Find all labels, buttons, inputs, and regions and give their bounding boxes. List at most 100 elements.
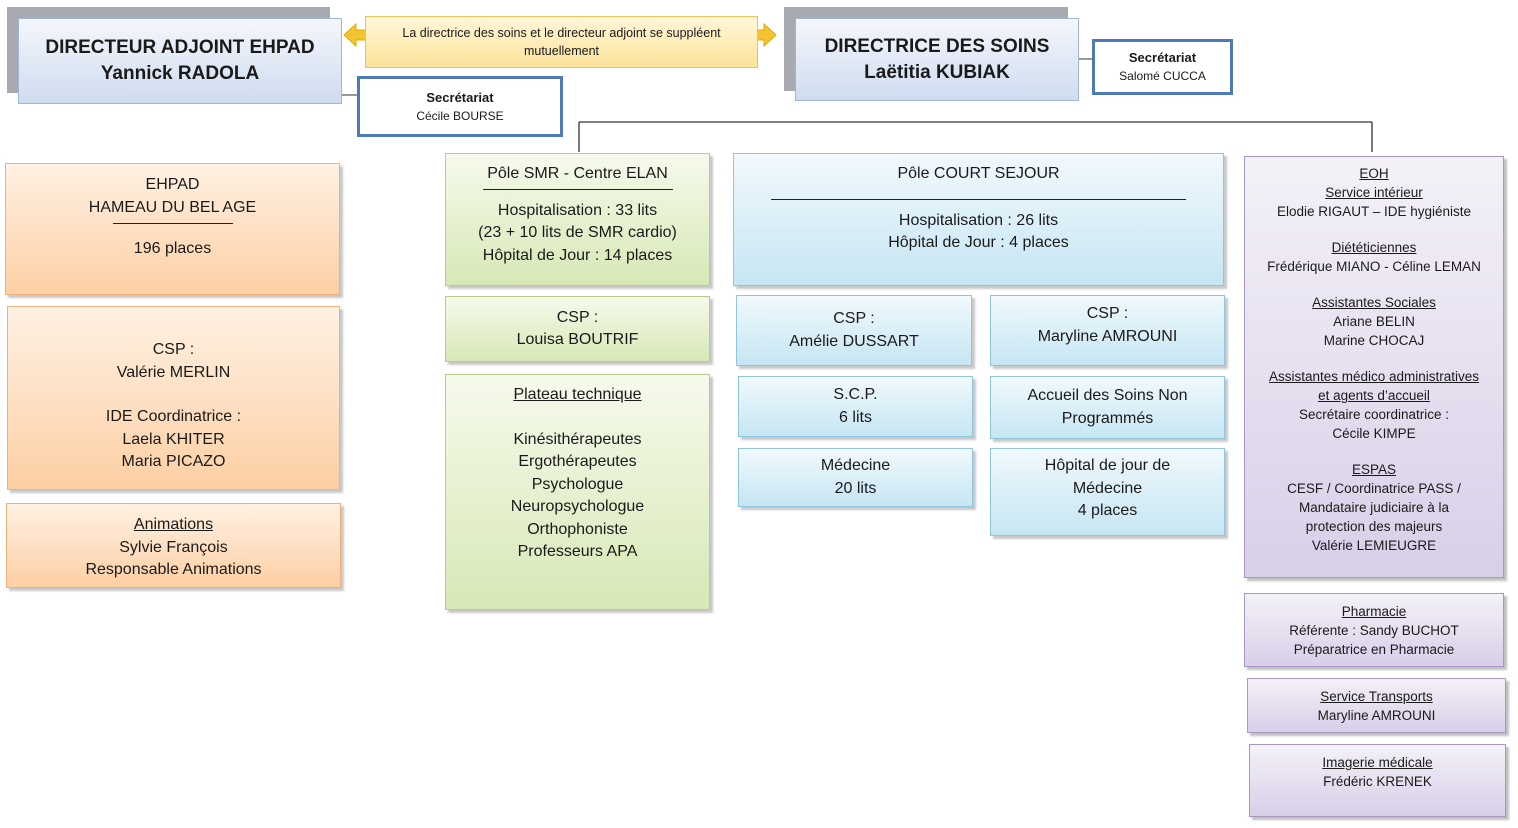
deputy-note-line2: mutuellement (523, 44, 600, 58)
assistantes-medico-title: Assistantes médico administratives (1268, 369, 1480, 384)
deputy-note: La directrice des soins et le directeur … (365, 16, 758, 68)
pharmacie-title: Pharmacie (1341, 603, 1407, 619)
assistantes-medico-title-2: et agents d’accueil (1318, 388, 1430, 403)
plateau-item: Psychologue (531, 475, 624, 493)
hdj-medecine-line2: Médecine (1072, 479, 1143, 497)
scp-box: S.C.P. 6 lits (738, 376, 973, 437)
csp-right-name: Maryline AMROUNI (1037, 327, 1178, 345)
pole-court-sejour-title: Pôle COURT SEJOUR (897, 165, 1060, 182)
spacer (1245, 443, 1503, 460)
eoh-subtitle: Service intérieur (1325, 185, 1423, 200)
scp-label: S.C.P. (833, 386, 878, 403)
espas-line2: Mandataire judiciaire à la (1298, 500, 1450, 515)
spacer (1245, 276, 1503, 293)
pharmacie-preparatrice: Préparatrice en Pharmacie (1293, 641, 1455, 657)
assistante-sociale-name: Ariane BELIN (1333, 314, 1415, 329)
secretariat-left: Secrétariat Cécile BOURSE (357, 76, 563, 137)
hdj-medecine-line1: Hôpital de jour de (1044, 457, 1171, 475)
accueil-line1: Accueil des Soins Non (1027, 387, 1188, 404)
animations-role: Responsable Animations (85, 561, 262, 578)
animations-name: Sylvie François (119, 538, 228, 556)
plateau-item: Neuropsychologue (510, 498, 645, 515)
director-ehpad-box: DIRECTEUR ADJOINT EHPAD Yannick RADOLA (18, 18, 342, 104)
csp-right-label: CSP : (1086, 305, 1129, 322)
pole-smr-cardio: (23 + 10 lits de SMR cardio) (478, 224, 677, 241)
plateau-item: Kinésithérapeutes (513, 430, 642, 448)
imagerie-title: Imagerie médicale (1322, 755, 1433, 770)
ehpad-ide-name-1: Laela KHITER (122, 430, 225, 448)
ehpad-places: 196 places (133, 240, 212, 257)
director-ehpad-role: DIRECTEUR ADJOINT EHPAD (45, 37, 315, 58)
hdj-medecine-box: Hôpital de jour de Médecine 4 places (990, 448, 1225, 536)
eoh-title: EOH (1359, 166, 1389, 181)
csp-left-name: Amélie DUSSART (789, 332, 919, 350)
court-sejour-csp-left: CSP : Amélie DUSSART (736, 295, 972, 366)
pole-smr-hospitalisation: Hospitalisation : 33 lits (497, 201, 658, 219)
assistantes-sociales-title: Assistantes Sociales (1312, 295, 1436, 310)
csp-left-label: CSP : (833, 310, 875, 327)
espas-line3: protection des majeurs (1305, 519, 1443, 534)
court-sejour-hospitalisation: Hospitalisation : 26 lits (898, 211, 1059, 229)
medecine-label: Médecine (820, 457, 891, 474)
spacer (1245, 221, 1503, 238)
pole-smr-hdj: Hôpital de Jour : 14 places (482, 246, 673, 264)
accueil-line2: Programmés (1061, 409, 1154, 427)
director-soins-box: DIRECTRICE DES SOINS Laëtitia KUBIAK (795, 18, 1079, 101)
transversal-services-box: EOH Service intérieur Elodie RIGAUT – ID… (1244, 156, 1504, 578)
ehpad-staff-box: CSP : Valérie MERLIN IDE Coordinatrice :… (7, 306, 340, 490)
pole-smr-box: Pôle SMR - Centre ELAN Hospitalisation :… (445, 153, 710, 286)
pole-court-sejour-divider (771, 198, 1186, 200)
plateau-item: Orthophoniste (527, 520, 628, 538)
plateau-item: Professeurs APA (517, 543, 638, 560)
ehpad-ide-label: IDE Coordinatrice : (105, 408, 242, 425)
transports-box: Service Transports Maryline AMROUNI (1247, 678, 1506, 733)
hdj-medecine-places: 4 places (1077, 502, 1138, 520)
pharmacie-referente: Référente : Sandy BUCHOT (1289, 622, 1459, 638)
espas-line1: CESF / Coordinatrice PASS / (1287, 481, 1461, 496)
ehpad-ide-name-2: Maria PICAZO (121, 453, 226, 470)
eoh-name: Elodie RIGAUT – IDE hygiéniste (1276, 204, 1472, 219)
spacer (8, 384, 339, 406)
dieteticiennes-names: Frédérique MIANO - Céline LEMAN (1267, 259, 1481, 274)
assistante-sociale-name: Marine CHOCAJ (1323, 333, 1425, 348)
secretariat-right-title: Secrétariat (1128, 50, 1197, 65)
plateau-item: Ergothérapeutes (518, 453, 637, 470)
secretaire-coordinatrice-label: Secrétaire coordinatrice : (1298, 407, 1450, 422)
ehpad-divider (112, 223, 233, 224)
plateau-title: Plateau technique (513, 386, 642, 403)
medecine-beds: 20 lits (834, 479, 877, 497)
ehpad-csp-label: CSP : (152, 341, 195, 358)
secretariat-right-name: Salomé CUCCA (1119, 69, 1206, 83)
director-soins-name: Laëtitia KUBIAK (864, 61, 1010, 83)
secretaire-coordinatrice-name: Cécile KIMPE (1332, 426, 1416, 441)
plateau-technique-box: Plateau technique Kinésithérapeutes Ergo… (445, 374, 710, 610)
smr-csp-label: CSP : (556, 308, 599, 326)
deputy-note-line1: La directrice des soins et le directeur … (402, 26, 721, 40)
secretariat-left-title: Secrétariat (426, 89, 494, 105)
secretariat-left-name: Cécile BOURSE (416, 108, 504, 123)
ehpad-name: HAMEAU DU BEL AGE (88, 198, 257, 216)
director-ehpad-name: Yannick RADOLA (100, 63, 260, 84)
director-soins-role: DIRECTRICE DES SOINS (824, 35, 1050, 57)
pole-smr-title: Pôle SMR - Centre ELAN (487, 165, 668, 182)
ehpad-csp-name: Valérie MERLIN (116, 363, 231, 381)
transports-title: Service Transports (1320, 688, 1433, 704)
spacer (446, 407, 709, 429)
pole-court-sejour-box: Pôle COURT SEJOUR Hospitalisation : 26 l… (733, 153, 1224, 286)
pharmacie-box: Pharmacie Référente : Sandy BUCHOT Prépa… (1244, 593, 1504, 667)
accueil-snp-box: Accueil des Soins Non Programmés (990, 376, 1225, 439)
smr-csp-box: CSP : Louisa BOUTRIF (445, 296, 710, 362)
dieteticiennes-title: Diététiciennes (1331, 240, 1417, 255)
scp-beds: 6 lits (839, 408, 872, 426)
imagerie-box: Imagerie médicale Frédéric KRENEK (1249, 744, 1506, 817)
ehpad-label: EHPAD (145, 176, 200, 193)
transports-name: Maryline AMROUNI (1317, 707, 1436, 723)
court-sejour-hdj: Hôpital de Jour : 4 places (888, 234, 1069, 251)
smr-csp-name: Louisa BOUTRIF (516, 331, 639, 348)
medecine-box: Médecine 20 lits (738, 448, 973, 507)
animations-title: Animations (133, 516, 214, 533)
imagerie-name: Frédéric KRENEK (1323, 774, 1432, 789)
secretariat-right: Secrétariat Salomé CUCCA (1092, 39, 1233, 95)
court-sejour-csp-right: CSP : Maryline AMROUNI (990, 295, 1225, 366)
